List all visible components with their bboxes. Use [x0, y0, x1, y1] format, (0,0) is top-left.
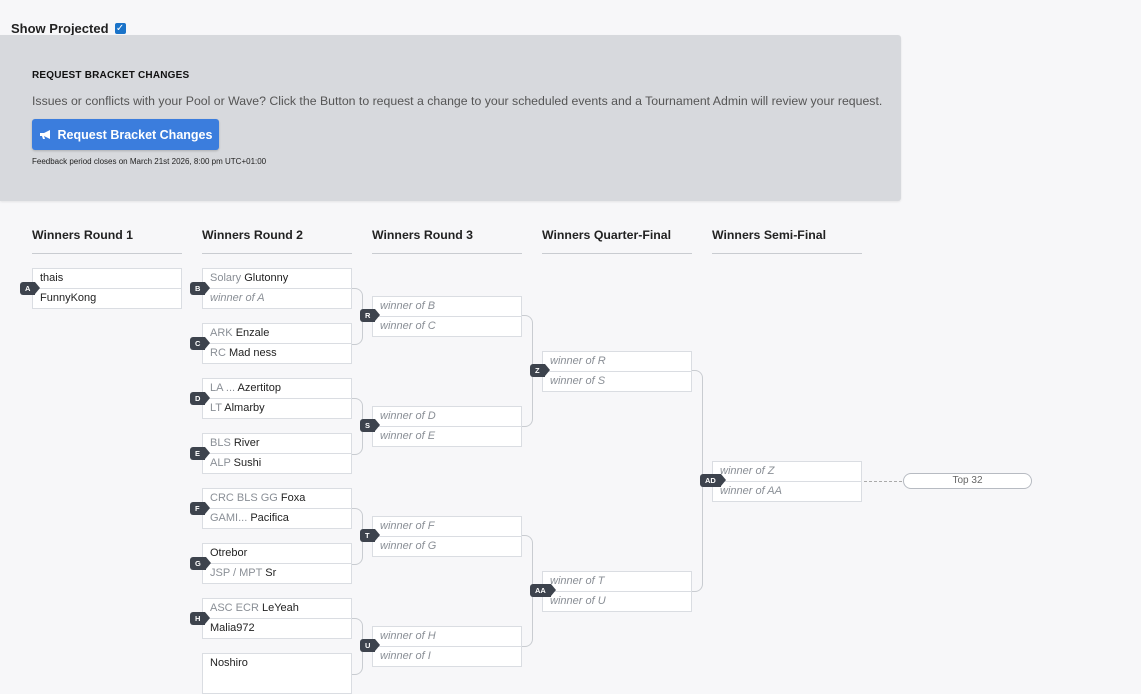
match-id-tag: E — [190, 447, 211, 460]
projected-slot: winner of Z — [720, 465, 775, 477]
entrant-slot: thais — [40, 272, 64, 284]
match-card[interactable]: ARK Enzale RC Mad ness — [202, 323, 352, 364]
match-id-tag: AD — [700, 474, 726, 487]
projected-slot: winner of S — [543, 371, 691, 391]
match-card[interactable]: CRC BLS GG Foxa GAMI... Pacifica — [202, 488, 352, 529]
match-id-tag: G — [190, 557, 211, 570]
match-card[interactable]: winner of H winner of I — [372, 626, 522, 667]
match-card[interactable]: winner of Z winner of AA — [712, 461, 862, 502]
round-header: Winners Round 3 — [372, 228, 522, 254]
match-card[interactable]: Otrebor JSP / MPT Sr — [202, 543, 352, 584]
entrant-slot: Solary Glutonny — [210, 272, 289, 284]
projected-slot: winner of D — [380, 410, 436, 422]
entrant-slot: LA ... Azertitop — [210, 382, 281, 394]
projected-slot: winner of T — [550, 575, 605, 587]
entrant-slot: FunnyKong — [33, 288, 181, 308]
show-projected-toggle[interactable]: Show Projected ✓ — [11, 20, 126, 36]
projected-slot: winner of F — [380, 520, 435, 532]
round-header: Winners Quarter-Final — [542, 228, 692, 254]
match-id-tag: Z — [530, 364, 550, 377]
round-header: Winners Round 2 — [202, 228, 352, 254]
projected-slot: winner of I — [373, 646, 521, 666]
entrant-slot: ASC ECR LeYeah — [210, 602, 299, 614]
progression-connector — [864, 481, 902, 482]
match-card[interactable]: BLS River ALP Sushi — [202, 433, 352, 474]
entrant-slot: GAMI... Pacifica — [203, 508, 351, 528]
match-id-tag: A — [20, 282, 41, 295]
request-panel-description: Issues or conflicts with your Pool or Wa… — [32, 94, 883, 108]
match-card[interactable]: winner of T winner of U — [542, 571, 692, 612]
match-id-tag: R — [360, 309, 381, 322]
entrant-slot: RC Mad ness — [203, 343, 351, 363]
entrant-slot: Malia972 — [203, 618, 351, 638]
match-id-tag: S — [360, 419, 381, 432]
round-header: Winners Semi-Final — [712, 228, 862, 254]
match-id-tag: F — [190, 502, 210, 515]
match-id-tag: C — [190, 337, 211, 350]
request-button-label: Request Bracket Changes — [57, 127, 213, 142]
projected-slot: winner of AA — [713, 481, 861, 501]
request-changes-panel: REQUEST BRACKET CHANGES Issues or confli… — [0, 35, 901, 201]
match-card[interactable]: thais FunnyKong — [32, 268, 182, 309]
request-bracket-changes-button[interactable]: Request Bracket Changes — [32, 119, 219, 150]
round-header: Winners Round 1 — [32, 228, 182, 254]
match-card[interactable]: winner of R winner of S — [542, 351, 692, 392]
match-card[interactable]: winner of F winner of G — [372, 516, 522, 557]
match-id-tag: H — [190, 612, 211, 625]
match-card[interactable]: Solary Glutonny winner of A — [202, 268, 352, 309]
match-card[interactable]: winner of B winner of C — [372, 296, 522, 337]
entrant-slot: LT Almarby — [203, 398, 351, 418]
match-id-tag: B — [190, 282, 211, 295]
projected-slot: winner of B — [380, 300, 436, 312]
entrant-slot: Noshiro — [210, 657, 248, 669]
request-panel-title: REQUEST BRACKET CHANGES — [32, 70, 190, 81]
projected-slot: winner of U — [543, 591, 691, 611]
match-card[interactable]: winner of D winner of E — [372, 406, 522, 447]
projected-slot: winner of G — [373, 536, 521, 556]
show-projected-label: Show Projected — [11, 20, 109, 36]
megaphone-icon — [39, 130, 50, 139]
match-id-tag: D — [190, 392, 211, 405]
match-card[interactable]: ASC ECR LeYeah Malia972 — [202, 598, 352, 639]
match-card[interactable]: Noshiro — [202, 653, 352, 694]
projected-slot: winner of E — [373, 426, 521, 446]
entrant-slot: JSP / MPT Sr — [203, 563, 351, 583]
entrant-slot: Otrebor — [210, 547, 248, 559]
entrant-slot: ARK Enzale — [210, 327, 270, 339]
progression-pill: Top 32 — [903, 473, 1032, 489]
match-id-tag: T — [360, 529, 380, 542]
match-card[interactable]: LA ... Azertitop LT Almarby — [202, 378, 352, 419]
projected-slot: winner of A — [203, 288, 351, 308]
entrant-slot: CRC BLS GG Foxa — [210, 492, 306, 504]
match-id-tag: AA — [530, 584, 556, 597]
entrant-slot: BLS River — [210, 437, 260, 449]
projected-slot: winner of C — [373, 316, 521, 336]
feedback-deadline: Feedback period closes on March 21st 202… — [32, 157, 267, 166]
show-projected-checkbox[interactable]: ✓ — [114, 22, 126, 34]
projected-slot: winner of R — [550, 355, 606, 367]
projected-slot: winner of H — [380, 630, 436, 642]
match-id-tag: U — [360, 639, 381, 652]
entrant-slot: ALP Sushi — [203, 453, 351, 473]
